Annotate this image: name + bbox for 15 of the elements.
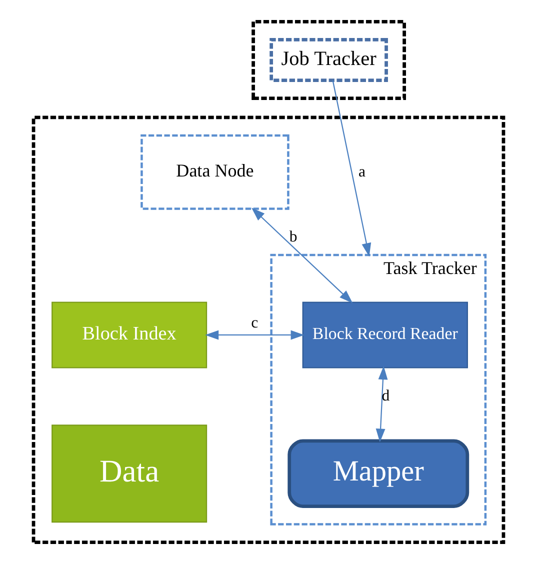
node-box: Block Index xyxy=(51,302,207,368)
edge-label: a xyxy=(358,163,366,180)
edge-label: c xyxy=(250,314,258,332)
edge-label: b xyxy=(288,228,297,246)
node-box: Job Tracker xyxy=(269,38,388,82)
arrow xyxy=(251,208,352,304)
cluster xyxy=(251,20,406,100)
node-box: Block Record Reader xyxy=(302,302,468,368)
arrow xyxy=(204,330,304,340)
arrow xyxy=(375,366,388,442)
arrow xyxy=(332,80,371,257)
node-box: Data xyxy=(51,424,207,523)
node-box: Mapper xyxy=(287,439,469,508)
node-box: Data Node xyxy=(140,134,289,210)
cluster xyxy=(31,116,505,544)
